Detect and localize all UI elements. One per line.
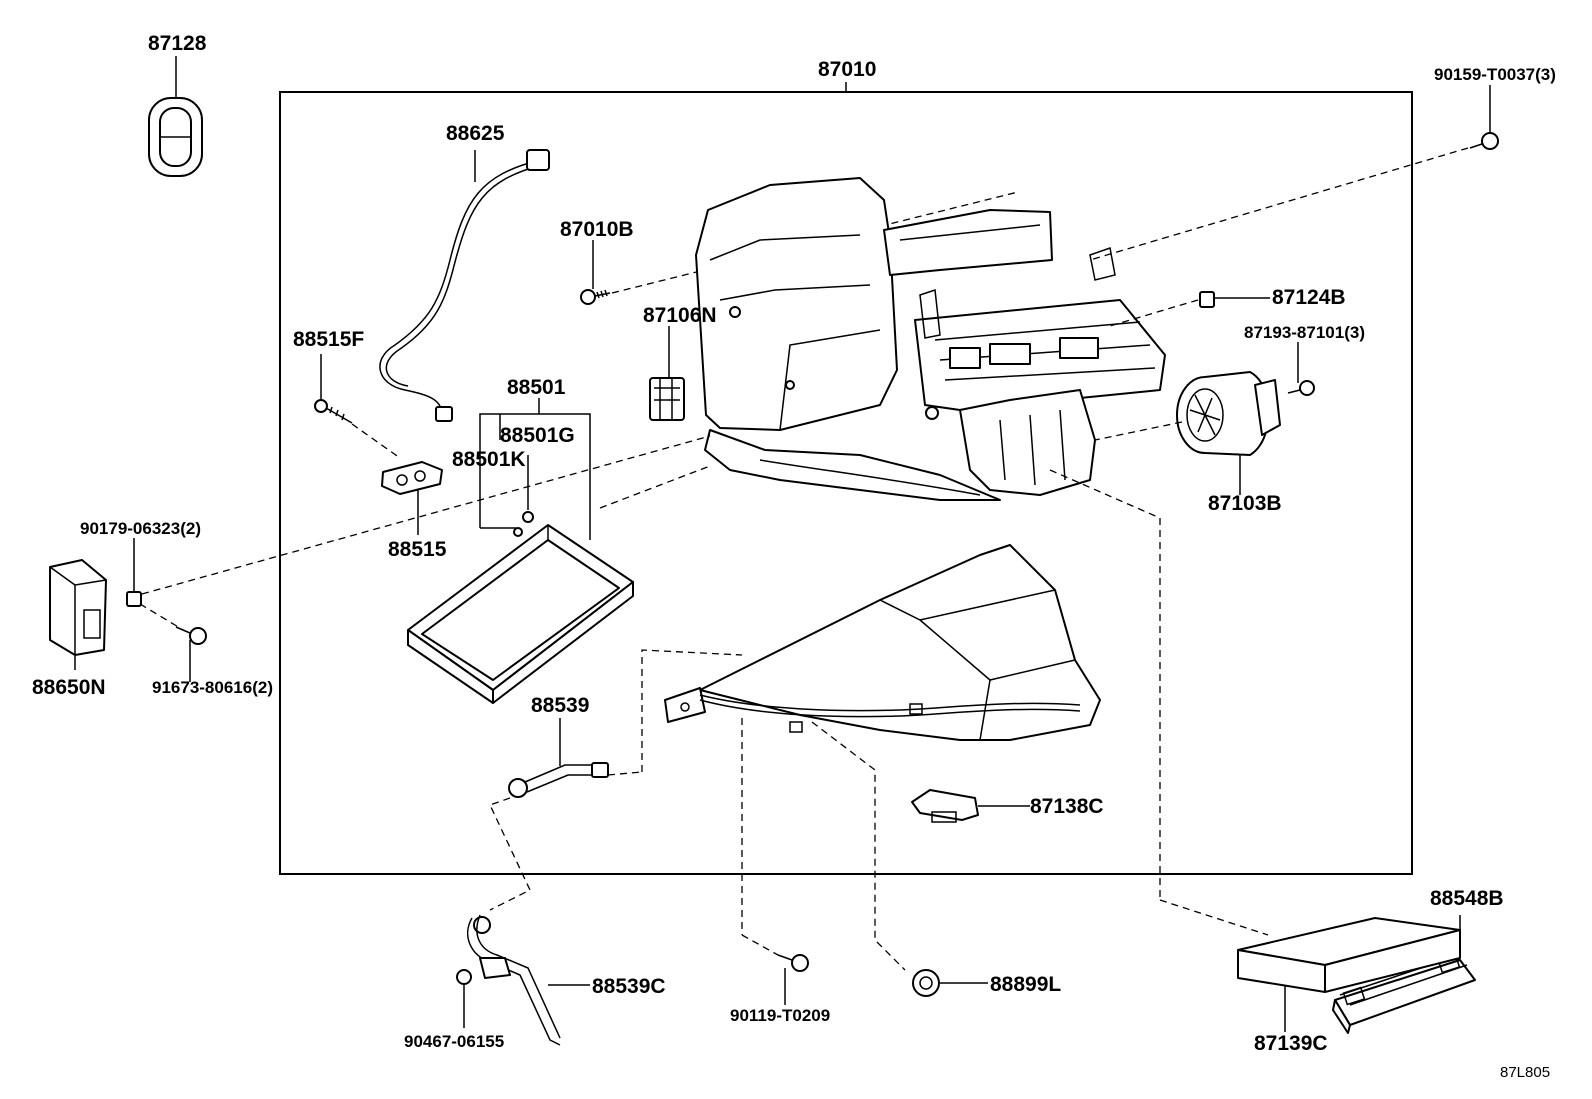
air-filter-87139C[interactable] (1237, 917, 1461, 993)
heater-core-88501[interactable] (407, 524, 634, 704)
label-87139C: 87139C (1254, 1032, 1328, 1055)
actuator-87106N[interactable] (649, 377, 685, 421)
label-88539C: 88539C (592, 975, 666, 998)
screw-90159[interactable] (1469, 132, 1499, 150)
label-90467: 90467-06155 (404, 1032, 504, 1051)
grommet-88899L[interactable] (912, 969, 940, 997)
lower-duct[interactable] (664, 544, 1101, 741)
label-88501K: 88501K (452, 448, 526, 471)
label-87124B: 87124B (1272, 286, 1346, 309)
label-87010B: 87010B (560, 218, 634, 241)
water-hose-88539[interactable] (508, 762, 609, 798)
filter-cover-88548B[interactable] (1332, 954, 1476, 1034)
label-88650N: 88650N (32, 676, 106, 699)
oring-88501K[interactable] (513, 527, 523, 537)
blower-motor-87103B[interactable] (1176, 371, 1281, 456)
diagram-id: 87L805 (1500, 1064, 1550, 1081)
label-88539: 88539 (531, 694, 589, 717)
label-91673: 91673-80616(2) (152, 678, 273, 697)
label-88625: 88625 (446, 122, 505, 145)
control-unit-88650N[interactable] (49, 559, 107, 656)
clip-87124B[interactable] (1199, 291, 1215, 308)
screw-87010B[interactable] (580, 289, 611, 305)
label-88501: 88501 (507, 376, 566, 399)
label-87193: 87193-87101(3) (1244, 323, 1365, 342)
label-88501G: 88501G (500, 424, 575, 447)
label-88548B: 88548B (1430, 887, 1504, 910)
sensor-87138C[interactable] (911, 789, 979, 823)
label-88515: 88515 (388, 538, 447, 561)
oring-88501G[interactable] (522, 511, 534, 523)
screw-90119[interactable] (777, 954, 809, 972)
label-88899L: 88899L (990, 973, 1061, 996)
label-87106N: 87106N (643, 304, 717, 327)
label-87103B: 87103B (1208, 492, 1282, 515)
water-pipe-88539C[interactable] (467, 914, 561, 1046)
label-90179: 90179-06323(2) (80, 519, 201, 538)
label-87010: 87010 (818, 58, 876, 81)
thermistor-88515[interactable] (381, 461, 443, 495)
sensor-wire-88625[interactable] (379, 149, 550, 422)
clip-90467[interactable] (456, 969, 472, 985)
screw-91673[interactable] (175, 626, 207, 645)
screw-87193[interactable] (1287, 380, 1315, 396)
screw-88515F[interactable] (314, 399, 353, 424)
label-90119: 90119-T0209 (730, 1006, 830, 1025)
label-88515F: 88515F (293, 328, 364, 351)
gasket-87128[interactable] (148, 97, 203, 177)
clip-90179[interactable] (126, 591, 142, 607)
label-87128: 87128 (148, 32, 207, 55)
label-90159: 90159-T0037(3) (1434, 65, 1556, 84)
label-87138C: 87138C (1030, 795, 1104, 818)
heater-case-87010[interactable] (695, 177, 1166, 501)
